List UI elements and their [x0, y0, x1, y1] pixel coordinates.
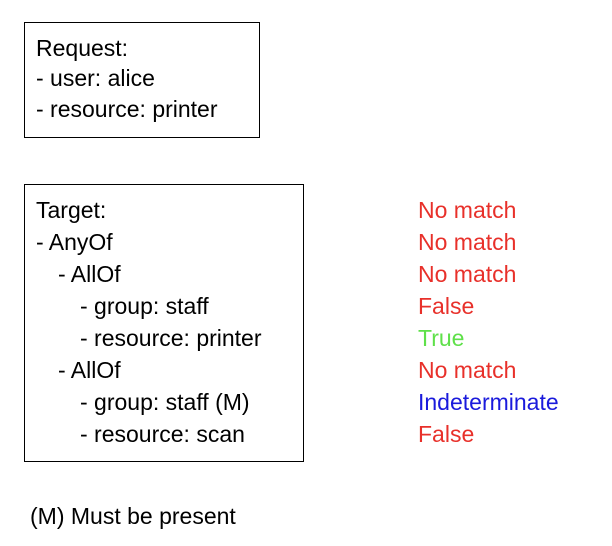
target-allof-2: - AllOf: [58, 357, 121, 383]
request-user: - user: alice: [36, 65, 155, 91]
target-allof-1: - AllOf: [58, 261, 121, 287]
request-title: Request:: [36, 35, 129, 61]
target-resource-scan: - resource: scan: [80, 421, 245, 447]
target-box: [24, 184, 304, 462]
result-target: No match: [418, 197, 517, 223]
request-box: [24, 22, 260, 138]
result-allof-1: No match: [418, 261, 517, 287]
result-resource-scan: False: [418, 421, 475, 447]
target-group-staff-m: - group: staff (M): [80, 389, 250, 415]
result-resource-printer: True: [418, 325, 465, 351]
result-anyof: No match: [418, 229, 517, 255]
target-anyof: - AnyOf: [36, 229, 113, 255]
request-resource: - resource: printer: [36, 96, 218, 122]
target-title: Target:: [36, 197, 107, 223]
result-group-staff: False: [418, 293, 475, 319]
footnote: (M) Must be present: [30, 503, 236, 529]
result-allof-2: No match: [418, 357, 517, 383]
target-group-staff: - group: staff: [80, 293, 209, 319]
target-resource-printer: - resource: printer: [80, 325, 262, 351]
result-group-staff-m: Indeterminate: [418, 389, 559, 415]
